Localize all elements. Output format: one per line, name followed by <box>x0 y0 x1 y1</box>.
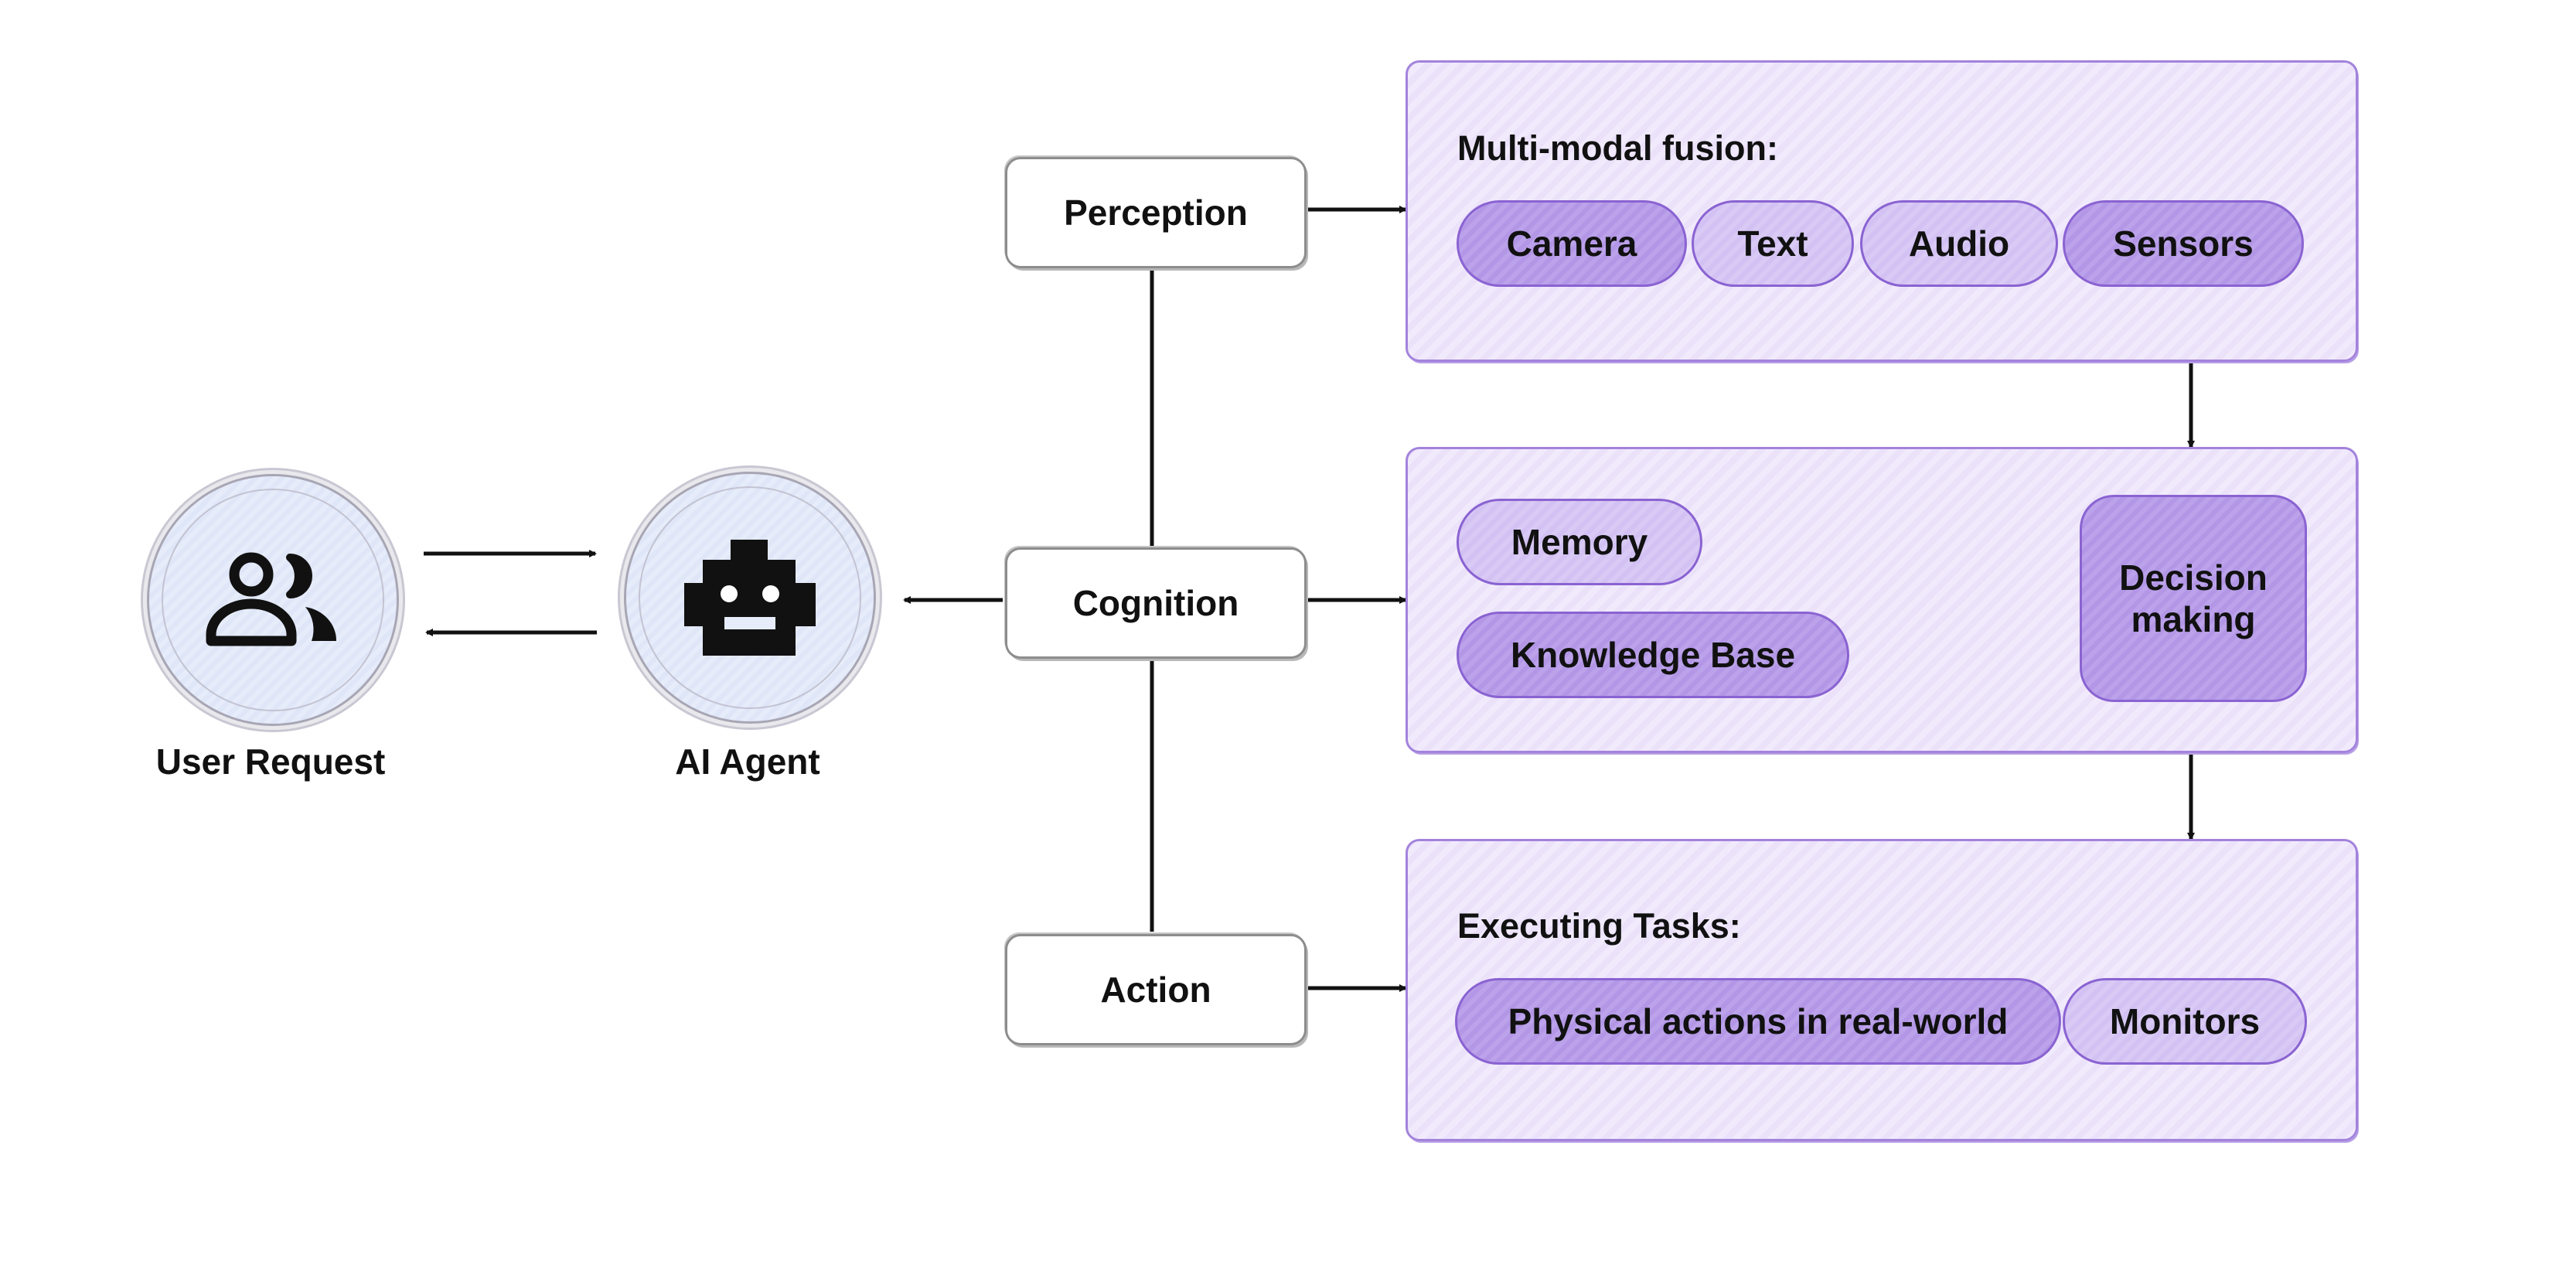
pill-text-label: Text <box>1737 223 1808 264</box>
pill-sensors[interactable]: Sensors <box>2063 200 2304 287</box>
users-icon <box>206 552 337 646</box>
pill-monitors[interactable]: Monitors <box>2063 978 2307 1065</box>
stage-action-label: Action <box>1100 970 1211 1010</box>
user-request-node[interactable] <box>147 474 399 726</box>
ai-agent-node[interactable] <box>624 472 876 724</box>
pill-memory[interactable]: Memory <box>1457 499 1702 585</box>
pill-knowledge-base-label: Knowledge Base <box>1510 635 1796 675</box>
pill-monitors-label: Monitors <box>2109 1001 2261 1041</box>
stage-perception-label: Perception <box>1064 193 1248 233</box>
stage-cognition-label: Cognition <box>1072 583 1239 623</box>
decision-line-1: Decision <box>2119 557 2268 598</box>
stage-cognition[interactable]: Cognition <box>1005 547 1307 659</box>
decision-making-node[interactable]: Decision making <box>2080 495 2307 702</box>
pill-camera-label: Camera <box>1506 223 1637 264</box>
pill-memory-label: Memory <box>1511 522 1648 562</box>
pill-text[interactable]: Text <box>1692 200 1854 287</box>
pill-audio[interactable]: Audio <box>1860 200 2058 287</box>
pill-knowledge-base[interactable]: Knowledge Base <box>1457 612 1849 698</box>
user-request-label: User Request <box>155 741 386 782</box>
action-panel-title: Executing Tasks: <box>1457 906 1741 946</box>
pill-physical-actions-label: Physical actions in real-world <box>1508 1001 2009 1041</box>
pill-physical-actions[interactable]: Physical actions in real-world <box>1455 978 2061 1065</box>
pill-camera[interactable]: Camera <box>1457 200 1687 287</box>
decision-line-2: making <box>2131 599 2256 639</box>
stage-perception[interactable]: Perception <box>1005 157 1307 268</box>
perception-panel-title: Multi-modal fusion: <box>1457 128 1778 168</box>
ai-agent-label: AI Agent <box>675 741 820 782</box>
pill-audio-label: Audio <box>1908 223 2010 264</box>
robot-icon <box>684 540 816 656</box>
pill-sensors-label: Sensors <box>2113 223 2254 264</box>
stage-action[interactable]: Action <box>1005 934 1307 1045</box>
